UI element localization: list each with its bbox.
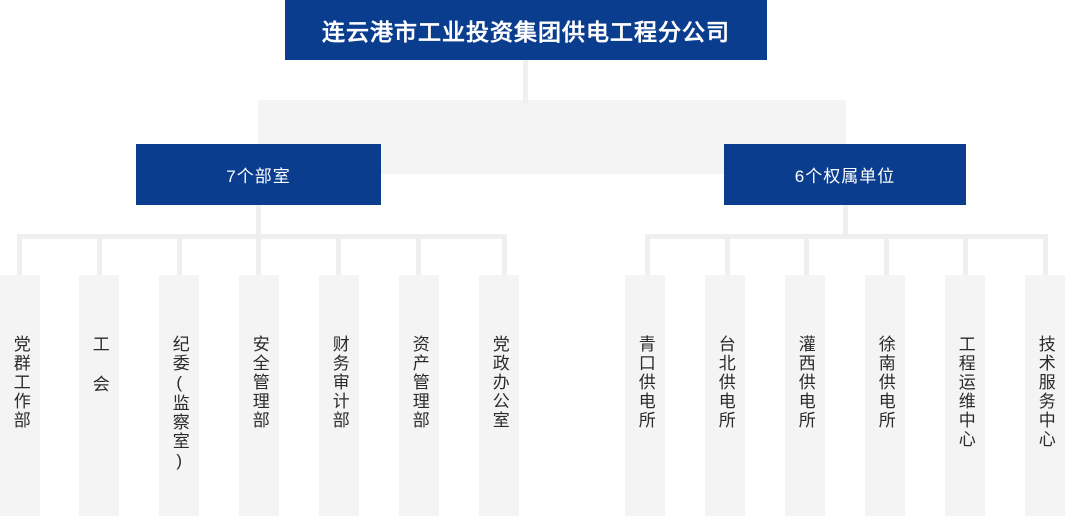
root-connector-stem [523, 60, 528, 105]
unit-node-2[interactable]: 台北供电所 [705, 275, 745, 516]
branch-node-departments[interactable]: 7个部室 [136, 144, 381, 205]
department-label-6: 资产管理部 [409, 335, 429, 430]
department-node-2[interactable]: 工 会 [79, 275, 119, 516]
drop-line-department-7 [502, 234, 507, 275]
department-node-7[interactable]: 党政办公室 [479, 275, 519, 516]
department-label-3: 纪委(监察室) [169, 335, 189, 472]
drop-line-unit-2 [725, 234, 730, 275]
drop-line-department-5 [336, 234, 341, 275]
department-node-4[interactable]: 安全管理部 [239, 275, 279, 516]
unit-label-4: 徐南供电所 [875, 335, 895, 430]
department-label-7: 党政办公室 [489, 335, 509, 430]
drop-line-department-4 [256, 234, 261, 275]
drop-line-unit-4 [884, 234, 889, 275]
unit-node-5[interactable]: 工程运维中心 [945, 275, 985, 516]
branch-stem-departments [256, 205, 261, 235]
branch-label-units: 6个权属单位 [794, 167, 896, 186]
department-node-3[interactable]: 纪委(监察室) [159, 275, 199, 516]
unit-label-2: 台北供电所 [715, 335, 735, 430]
branch-stem-units [843, 205, 848, 235]
unit-node-1[interactable]: 青口供电所 [625, 275, 665, 516]
department-node-1[interactable]: 党群工作部 [0, 275, 40, 516]
unit-node-4[interactable]: 徐南供电所 [865, 275, 905, 516]
department-label-5: 财务审计部 [329, 335, 349, 430]
drop-line-department-3 [177, 234, 182, 275]
department-label-2: 工 会 [89, 335, 109, 394]
unit-label-1: 青口供电所 [635, 335, 655, 430]
drop-line-department-1 [17, 234, 22, 275]
department-node-5[interactable]: 财务审计部 [319, 275, 359, 516]
drop-line-unit-1 [645, 234, 650, 275]
branch-node-units[interactable]: 6个权属单位 [724, 144, 966, 205]
department-node-6[interactable]: 资产管理部 [399, 275, 439, 516]
drop-line-unit-5 [963, 234, 968, 275]
branch-label-departments: 7个部室 [226, 167, 291, 186]
drop-line-unit-6 [1043, 234, 1048, 275]
unit-node-6[interactable]: 技术服务中心 [1025, 275, 1065, 516]
bus-bar-departments [17, 234, 507, 239]
org-root-node[interactable]: 连云港市工业投资集团供电工程分公司 [285, 0, 767, 60]
drop-line-unit-3 [804, 234, 809, 275]
bus-bar-units [645, 234, 1048, 239]
unit-label-3: 灌西供电所 [795, 335, 815, 430]
drop-line-department-6 [416, 234, 421, 275]
drop-line-department-2 [97, 234, 102, 275]
org-root-label: 连云港市工业投资集团供电工程分公司 [322, 19, 730, 45]
unit-node-3[interactable]: 灌西供电所 [785, 275, 825, 516]
unit-label-6: 技术服务中心 [1035, 335, 1055, 449]
unit-label-5: 工程运维中心 [955, 335, 975, 449]
department-label-4: 安全管理部 [249, 335, 269, 430]
department-label-1: 党群工作部 [10, 335, 30, 430]
